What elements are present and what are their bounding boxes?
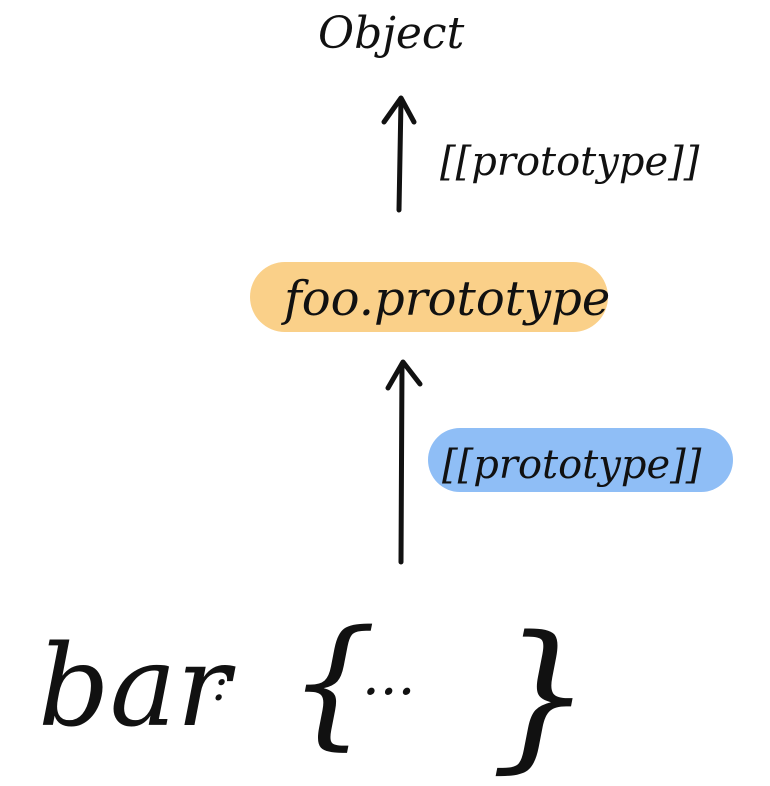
middle-node-highlight: [250, 262, 608, 332]
upper-arrow: [381, 95, 417, 213]
middle-node-label: foo.prototype: [281, 271, 610, 327]
top-node-label: Object: [318, 8, 465, 59]
bottom-node-label: bar: [38, 622, 236, 752]
lower-arrow: [385, 359, 423, 565]
upper-edge-label: [[prototype]]: [440, 139, 700, 185]
bottom-node-ellipsis: ...: [362, 643, 415, 708]
bottom-node-close-brace: }: [490, 601, 592, 786]
lower-edge-label: [[prototype]]: [442, 442, 702, 488]
bottom-node-colon: :: [212, 656, 228, 712]
bottom-node-open-brace: {: [288, 601, 377, 764]
lower-edge-label-highlight: [428, 428, 733, 492]
